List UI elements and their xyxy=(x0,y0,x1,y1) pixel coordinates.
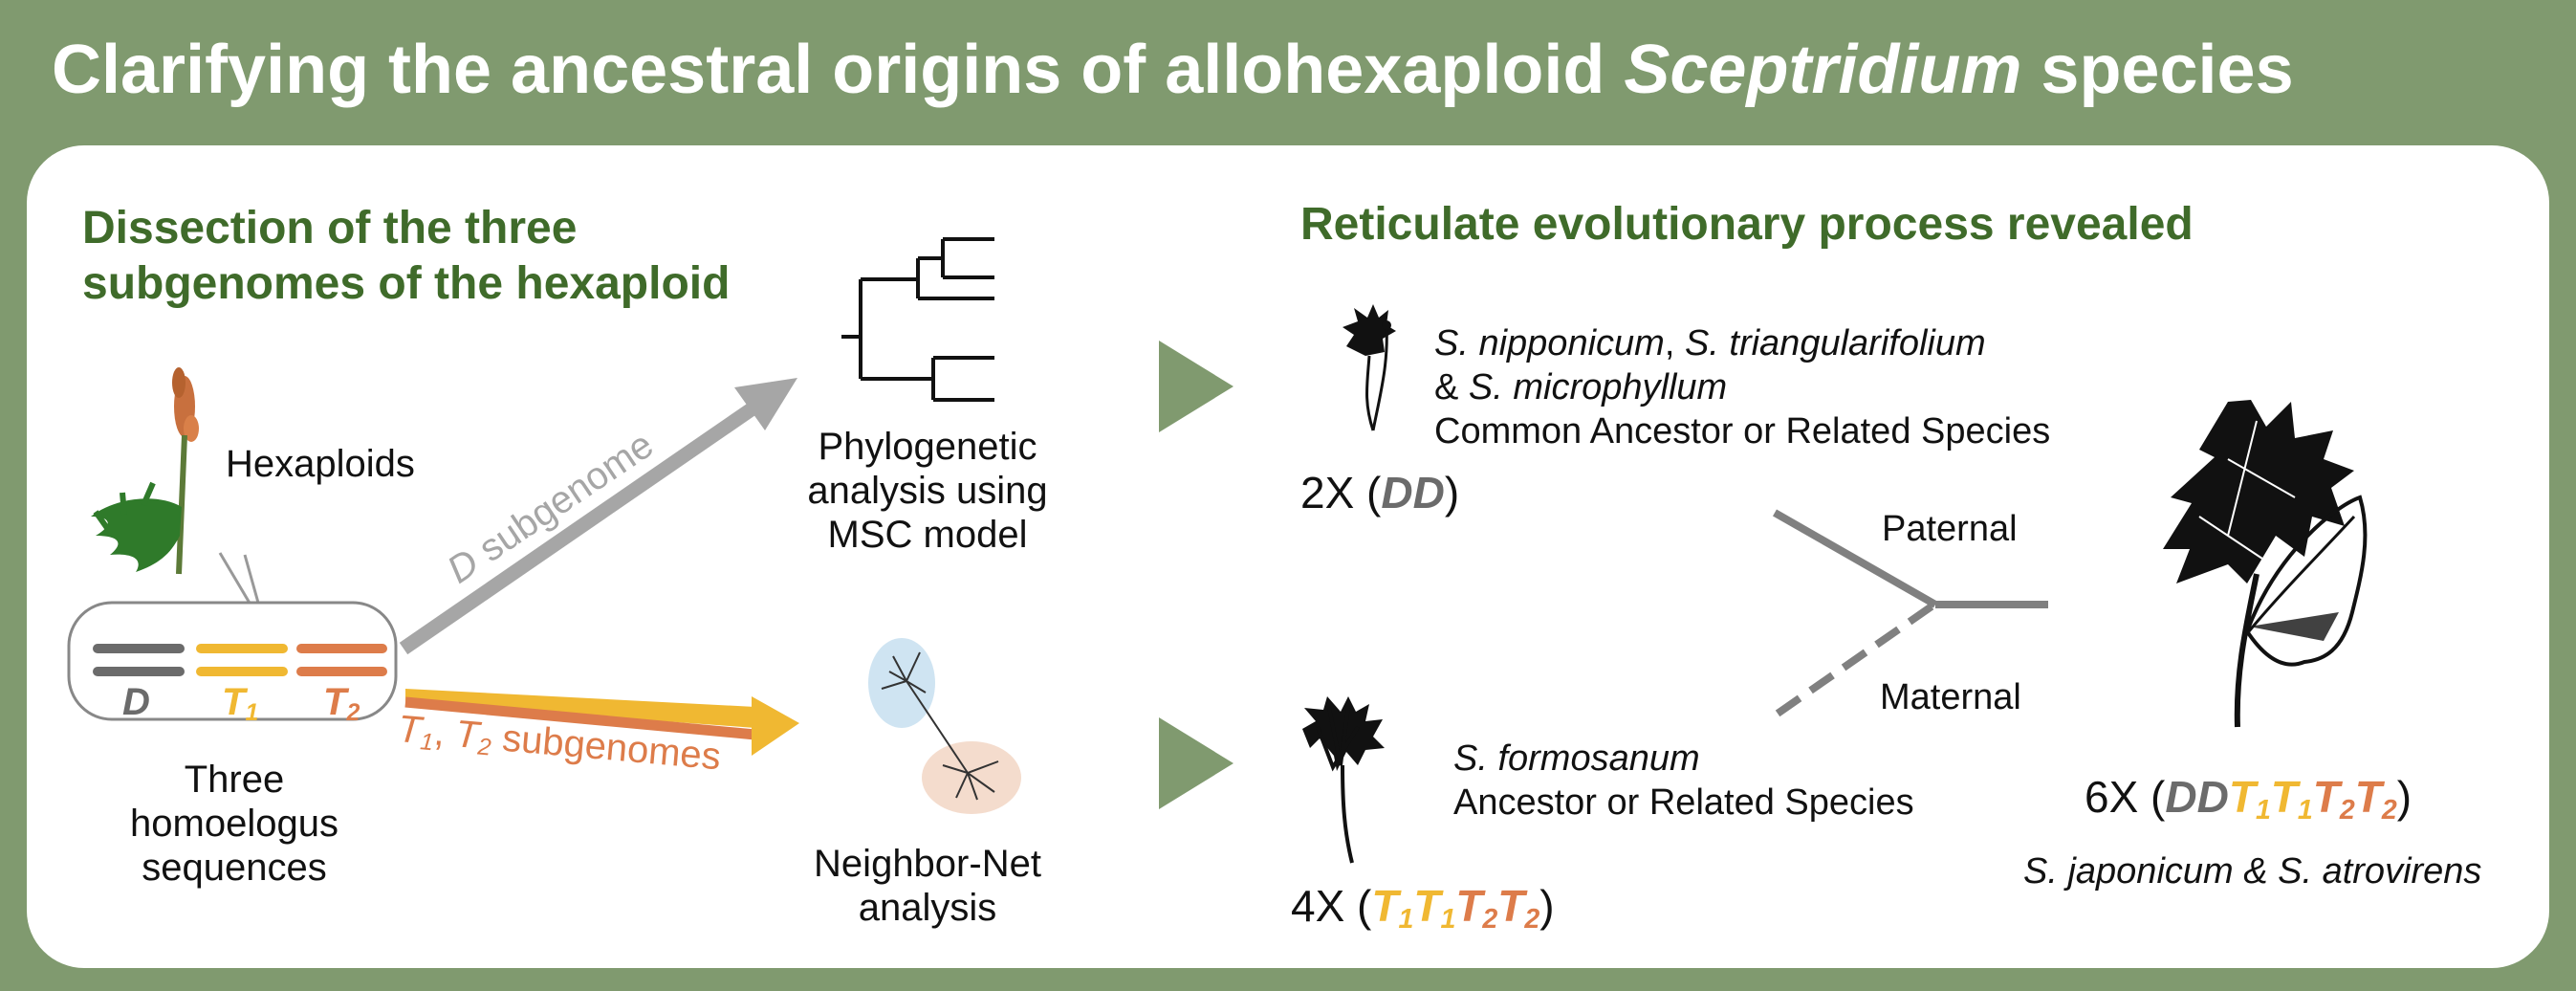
diploid-species-b: S. triangularifolium xyxy=(1684,323,1986,363)
sequence-bars xyxy=(93,644,387,676)
tetraploid-ploidy-label: 4X (T1T1T2T2) xyxy=(1291,881,1555,936)
diploid-species-amp: & xyxy=(1434,367,1469,407)
left-heading: Dissection of the three subgenomes of th… xyxy=(82,201,730,312)
title-suffix: species xyxy=(2021,32,2294,108)
tetraploid-ancestor-note: Ancestor or Related Species xyxy=(1453,782,1914,823)
hexaploid-ploidy-label: 6X (DDT1T1T2T2) xyxy=(2085,772,2412,826)
caption-line3: sequences xyxy=(142,847,327,889)
title-genus: Sceptridium xyxy=(1624,32,2022,108)
neighbor-net-label: Neighbor-Net analysis xyxy=(803,842,1052,930)
network-line2: analysis xyxy=(858,887,997,929)
seq-label-t2: T2 xyxy=(323,681,360,727)
left-heading-line2: subgenomes of the hexaploid xyxy=(82,258,731,309)
content-panel xyxy=(27,145,2549,968)
caption-line2: homoelogus xyxy=(130,803,338,845)
right-heading: Reticulate evolutionary process revealed xyxy=(1300,199,2194,250)
phylogenetic-analysis-label: Phylogenetic analysis using MSC model xyxy=(803,425,1052,557)
diploid-species-sep: , xyxy=(1664,323,1685,363)
phylo-line2: analysis using xyxy=(807,470,1048,512)
maternal-label: Maternal xyxy=(1880,677,2021,717)
hexaploid-ploidy-prefix: 6X ( xyxy=(2085,772,2166,822)
diploid-ploidy-label: 2X (DD) xyxy=(1300,467,1459,518)
diploid-ancestor-note: Common Ancestor or Related Species xyxy=(1434,411,2051,451)
left-heading-line1: Dissection of the three xyxy=(82,203,578,253)
hexaploid-species: S. japonicum & S. atrovirens xyxy=(2023,851,2482,892)
hexaploid-large-plant-icon xyxy=(2163,400,2368,728)
diploid-genome: DD xyxy=(1381,468,1445,518)
tetraploid-ploidy-prefix: 4X ( xyxy=(1291,881,1372,931)
diploid-ploidy-prefix: 2X ( xyxy=(1300,468,1382,518)
phylo-line3: MSC model xyxy=(827,514,1028,556)
figure-title: Clarifying the ancestral origins of allo… xyxy=(52,31,2294,109)
tetraploid-plant-icon xyxy=(1302,696,1385,864)
reticulation-lines xyxy=(1772,509,2048,719)
tetraploid-ploidy-suffix: ) xyxy=(1539,881,1555,931)
paternal-label: Paternal xyxy=(1882,509,2018,549)
d-subgenome-arrow xyxy=(399,378,797,655)
neighbor-net-icon xyxy=(868,638,1021,814)
t-subgenome-arrow xyxy=(404,689,799,756)
hexaploid-genome-d: DD xyxy=(2165,772,2229,822)
tetraploid-species: S. formosanum Ancestor or Related Specie… xyxy=(1453,737,1914,825)
diploid-species: S. nipponicum, S. triangularifolium & S.… xyxy=(1434,321,2050,453)
hexaploid-ploidy-suffix: ) xyxy=(2396,772,2412,822)
play-arrow-top-icon xyxy=(1159,341,1233,432)
seq-label-d: D xyxy=(122,681,150,723)
tetraploid-species-name: S. formosanum xyxy=(1453,738,1700,779)
seq-label-t1: T1 xyxy=(222,681,259,727)
network-line1: Neighbor-Net xyxy=(814,843,1041,885)
hexaploid-plant-icon xyxy=(91,367,199,575)
seq-label-t1-sub: 1 xyxy=(245,700,259,727)
homoeologous-sequence-box xyxy=(67,601,398,721)
diploid-plant-icon xyxy=(1343,304,1396,431)
sequences-caption: Three homoelogus sequences xyxy=(96,758,373,890)
seq-label-t2-sub: 2 xyxy=(346,700,360,727)
diploid-species-a: S. nipponicum xyxy=(1434,323,1665,363)
phylo-line1: Phylogenetic xyxy=(818,426,1037,468)
diploid-ploidy-suffix: ) xyxy=(1444,468,1460,518)
hexaploids-label: Hexaploids xyxy=(226,443,415,485)
play-arrow-bottom-icon xyxy=(1159,717,1233,809)
seq-label-t2-letter: T xyxy=(323,681,347,723)
diploid-species-c: S. microphyllum xyxy=(1468,367,1728,407)
caption-line1: Three xyxy=(184,759,285,801)
seq-label-t1-letter: T xyxy=(222,681,246,723)
phylogenetic-tree-icon xyxy=(841,237,994,402)
title-text: Clarifying the ancestral origins of allo… xyxy=(52,32,1625,108)
